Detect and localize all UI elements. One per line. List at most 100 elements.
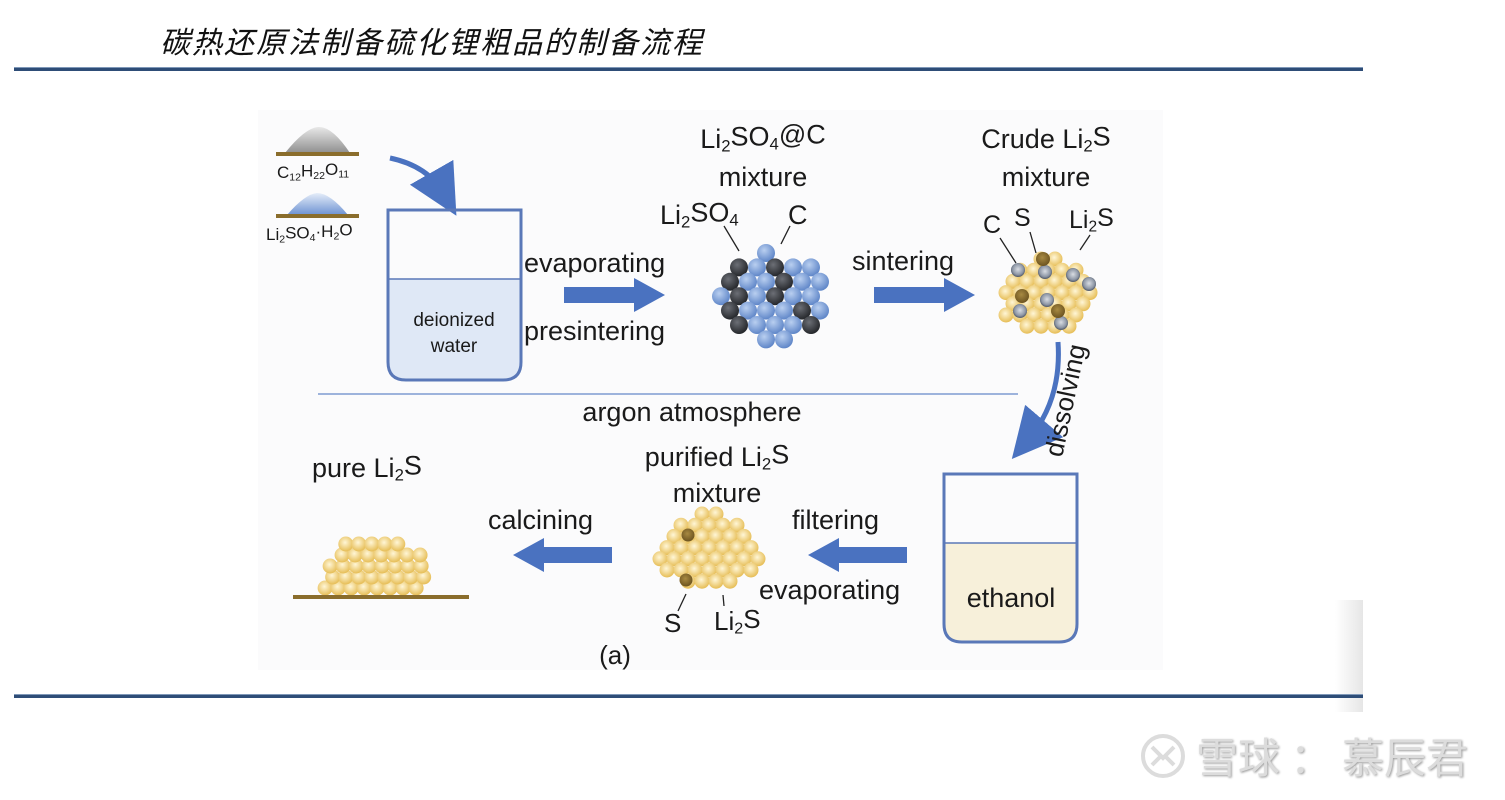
- li2s-particle: [1019, 273, 1035, 289]
- li2s-particle: [659, 540, 675, 556]
- crude-li2s-particle-cluster: [998, 251, 1098, 334]
- carbon-particle: [766, 258, 784, 277]
- beaker-outline: [386, 208, 523, 382]
- li2s-particle: [708, 573, 724, 589]
- mixture-1-title: Li2SO4@C: [700, 119, 826, 155]
- li2s-particle: [1054, 262, 1070, 278]
- li2s-particle: [322, 558, 338, 574]
- li2s-particle: [708, 528, 724, 544]
- li2s-particle: [673, 517, 689, 533]
- li2s-particle: [694, 506, 710, 522]
- xueqiu-logo-icon: [1141, 733, 1185, 778]
- carbon-particle: [721, 301, 739, 320]
- sulfur-particle: [681, 528, 695, 542]
- carbon-particle: [1054, 316, 1068, 330]
- li2s-particle: [687, 562, 703, 578]
- li2s-particle: [729, 562, 745, 578]
- carbon-particle: [721, 272, 739, 291]
- li2s-particle: [348, 558, 364, 574]
- li2s-particle: [680, 551, 696, 567]
- formula-part: Li: [700, 124, 721, 154]
- pointer-line: [723, 225, 740, 252]
- mixture-3-label-li2s: Li2S: [714, 604, 761, 638]
- li2s-particle: [335, 558, 351, 574]
- li2s-particle: [694, 573, 710, 589]
- li2so4-particle: [811, 272, 829, 291]
- curved-arrow-icon: [1011, 341, 1064, 460]
- reagent-sucrose: C12H22O11: [276, 126, 359, 183]
- li2s-particle: [701, 517, 717, 533]
- right-arrow-icon: [564, 278, 665, 312]
- li2s-particle: [694, 528, 710, 544]
- step-presintering-label: presintering: [524, 316, 665, 346]
- li2s-particle: [673, 540, 689, 556]
- li2s-particle: [659, 562, 675, 578]
- formula-part: S: [743, 604, 760, 634]
- top-divider: [14, 67, 1363, 71]
- subscript: 2: [762, 455, 771, 474]
- formula-part: SO: [285, 224, 310, 243]
- beaker-outline: [942, 472, 1079, 644]
- li2s-particle: [1047, 251, 1063, 267]
- carbon-particle: [730, 316, 748, 334]
- figure-edge-shadow: [1335, 600, 1363, 712]
- li2s-particle: [412, 547, 428, 563]
- left-arrow-icon: [808, 538, 907, 572]
- li2so4-particle: [784, 287, 802, 306]
- mixture-2-label-c: C: [983, 211, 1001, 239]
- li2s-particle: [715, 540, 731, 556]
- formula-part: Li: [266, 225, 279, 244]
- formula-part: SO: [690, 198, 729, 228]
- li2s-particle: [701, 562, 717, 578]
- li2so4-particle: [802, 287, 820, 306]
- subscript: 12: [289, 171, 301, 183]
- sulfur-particle: [679, 573, 693, 587]
- li2s-particle: [1047, 273, 1063, 289]
- formula-part: S: [1093, 122, 1111, 152]
- li2so4-particle: [784, 258, 802, 277]
- li2s-particle: [701, 540, 717, 556]
- formula-part: Li: [1069, 206, 1088, 234]
- formula-part: S: [404, 451, 422, 481]
- formula-part: S: [771, 440, 789, 470]
- li2s-particle: [364, 536, 380, 552]
- li2so4-particle: [757, 301, 775, 320]
- li2so4-particle: [766, 316, 784, 334]
- formula-part: Li: [660, 200, 681, 230]
- mixture-2-label-s: S: [1014, 204, 1031, 232]
- formula-part: Crude Li: [981, 124, 1083, 154]
- lithium-sulfate-powder-icon: [287, 193, 348, 215]
- beaker-liquid: [388, 279, 521, 380]
- li2s-particle: [722, 551, 738, 567]
- carbon-particle: [766, 287, 784, 306]
- pure-li2s-pile: [317, 536, 432, 596]
- subscript: 2: [279, 233, 285, 245]
- tray: [293, 595, 469, 599]
- watermark: 雪球 ： 慕辰君: [1140, 725, 1468, 786]
- carbon-particle: [730, 258, 748, 277]
- mixture-3-subtitle: mixture: [673, 478, 762, 508]
- li2s-particle: [722, 573, 738, 589]
- watermark-author: 慕辰君: [1342, 734, 1469, 783]
- li2so4-particle: [748, 258, 766, 277]
- li2s-particle: [361, 558, 377, 574]
- li2s-particle: [729, 517, 745, 533]
- li2s-particle: [694, 551, 710, 567]
- li2so4-particle: [811, 301, 829, 320]
- li2so4-particle: [802, 258, 820, 277]
- product-title: pure Li2S: [312, 451, 422, 485]
- subscript: 2: [721, 137, 730, 156]
- mixture-2-subtitle: mixture: [1002, 162, 1091, 192]
- mixture-2-title: Crude Li2S: [981, 122, 1110, 156]
- subscript: 2: [1088, 218, 1097, 235]
- left-arrow-icon: [513, 538, 612, 572]
- mixture-3-title: purified Li2S: [645, 440, 789, 474]
- li2s-particle: [715, 517, 731, 533]
- li2s-particle: [1005, 273, 1021, 289]
- carbon-particle: [802, 316, 820, 334]
- li2s-particle: [1026, 285, 1042, 301]
- formula-part: C: [277, 163, 289, 182]
- purified-li2s-particle-cluster: [652, 506, 766, 589]
- li2s-particle: [736, 528, 752, 544]
- li2s-particle: [377, 536, 393, 552]
